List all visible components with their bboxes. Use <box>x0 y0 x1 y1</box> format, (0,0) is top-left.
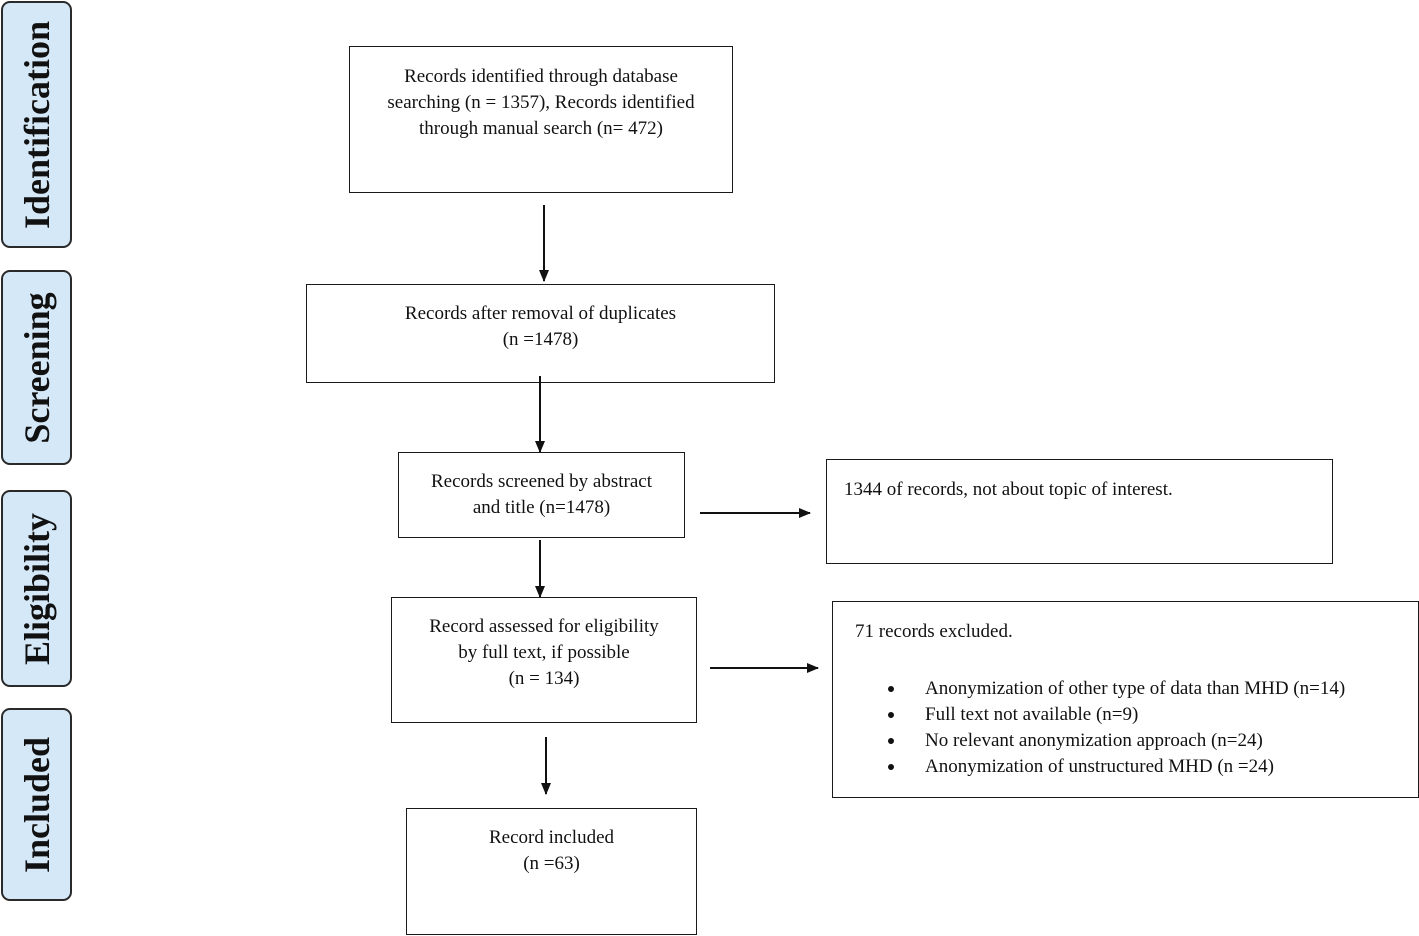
stage-tab-screening: Screening <box>1 270 72 465</box>
excluded-heading: 71 records excluded. <box>855 621 1013 642</box>
box-screened: Records screened by abstract and title (… <box>398 452 685 538</box>
reason-text: No relevant anonymization approach (n=24… <box>925 730 1263 751</box>
list-item: Anonymization of unstructured MHD (n =24… <box>833 754 1418 780</box>
box-line: Records screened by abstract <box>430 471 653 492</box>
box-assessed: Record assessed for eligibility by full … <box>391 597 697 723</box>
bullet-icon <box>888 738 894 744</box>
box-line: (n =1478) <box>502 329 579 350</box>
exclusion-reasons-list: Anonymization of other type of data than… <box>833 676 1418 780</box>
box-line: Records after removal of duplicates <box>404 303 677 324</box>
box-line: by full text, if possible <box>458 642 630 663</box>
box-line: searching (n = 1357), Records identified <box>387 92 695 113</box>
bullet-icon <box>888 712 894 718</box>
reason-text: Anonymization of unstructured MHD (n =24… <box>925 756 1274 777</box>
box-records-identified: Records identified through database sear… <box>349 46 733 193</box>
box-excluded: 71 records excluded. Anonymization of ot… <box>832 601 1419 798</box>
box-line: and title (n=1478) <box>472 497 611 518</box>
box-line: (n = 134) <box>508 668 580 689</box>
reason-text: Full text not available (n=9) <box>925 704 1139 725</box>
reason-text: Anonymization of other type of data than… <box>925 678 1346 699</box>
box-line: 1344 of records, not about topic of inte… <box>844 479 1173 500</box>
bullet-icon <box>888 764 894 770</box>
box-line: (n =63) <box>523 853 580 874</box>
list-item: Full text not available (n=9) <box>833 702 1418 728</box>
box-line: Record assessed for eligibility <box>429 616 659 637</box>
stage-tab-included: Included <box>1 708 72 901</box>
box-not-topic: 1344 of records, not about topic of inte… <box>826 459 1333 564</box>
list-item: No relevant anonymization approach (n=24… <box>833 728 1418 754</box>
box-included: Record included (n =63) <box>406 808 697 935</box>
list-item: Anonymization of other type of data than… <box>833 676 1418 702</box>
box-line: Records identified through database <box>404 66 678 87</box>
box-line: Record included <box>488 827 615 848</box>
stage-tab-eligibility: Eligibility <box>1 490 72 687</box>
bullet-icon <box>888 686 894 692</box>
stage-tab-identification: Identification <box>1 1 72 248</box>
box-line: through manual search (n= 472) <box>419 118 663 139</box>
